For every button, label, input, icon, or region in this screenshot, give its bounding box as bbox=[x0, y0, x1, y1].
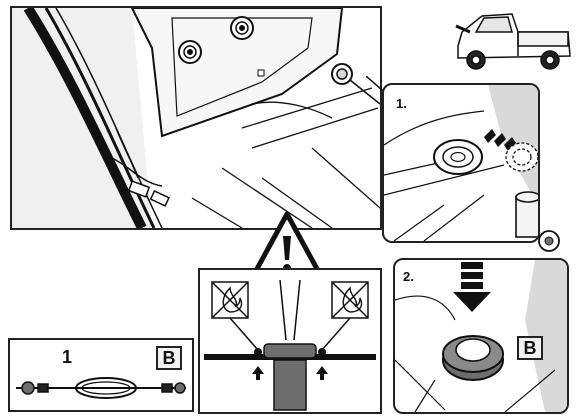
detail-step-2-illustration bbox=[395, 260, 567, 412]
no-fire-icon bbox=[331, 281, 369, 319]
step-1-label: 1. bbox=[396, 96, 407, 111]
no-fire-icon bbox=[211, 281, 249, 319]
step-2-label: 2. bbox=[403, 269, 414, 284]
detail-step-1-panel: 1. bbox=[382, 83, 540, 243]
vehicle-thumbnail bbox=[452, 2, 576, 80]
grommet-installed bbox=[442, 335, 504, 381]
wiring-harness-illustration bbox=[16, 377, 186, 399]
connector-circle bbox=[538, 230, 560, 252]
floor-illustration-panel bbox=[10, 6, 382, 230]
grommet-removed bbox=[433, 139, 483, 175]
caution-diagram-panel bbox=[198, 268, 382, 414]
floor-illustration bbox=[12, 8, 380, 228]
step-2-part-badge: B bbox=[517, 336, 543, 360]
plug-cylinder bbox=[515, 191, 538, 238]
kit-item-panel: 1 B bbox=[8, 338, 194, 412]
insert-direction-arrow bbox=[453, 262, 491, 312]
stud-right bbox=[230, 16, 254, 40]
detail-step-1-illustration bbox=[384, 85, 538, 241]
caution-diagram bbox=[204, 279, 376, 411]
grommet-hole bbox=[331, 63, 353, 85]
kit-item-code-badge: B bbox=[156, 346, 182, 370]
stud-left bbox=[178, 40, 202, 64]
pickup-truck-icon bbox=[455, 13, 571, 70]
detail-step-2-panel: 2. B bbox=[393, 258, 569, 414]
kit-item-number: 1 bbox=[62, 347, 73, 367]
